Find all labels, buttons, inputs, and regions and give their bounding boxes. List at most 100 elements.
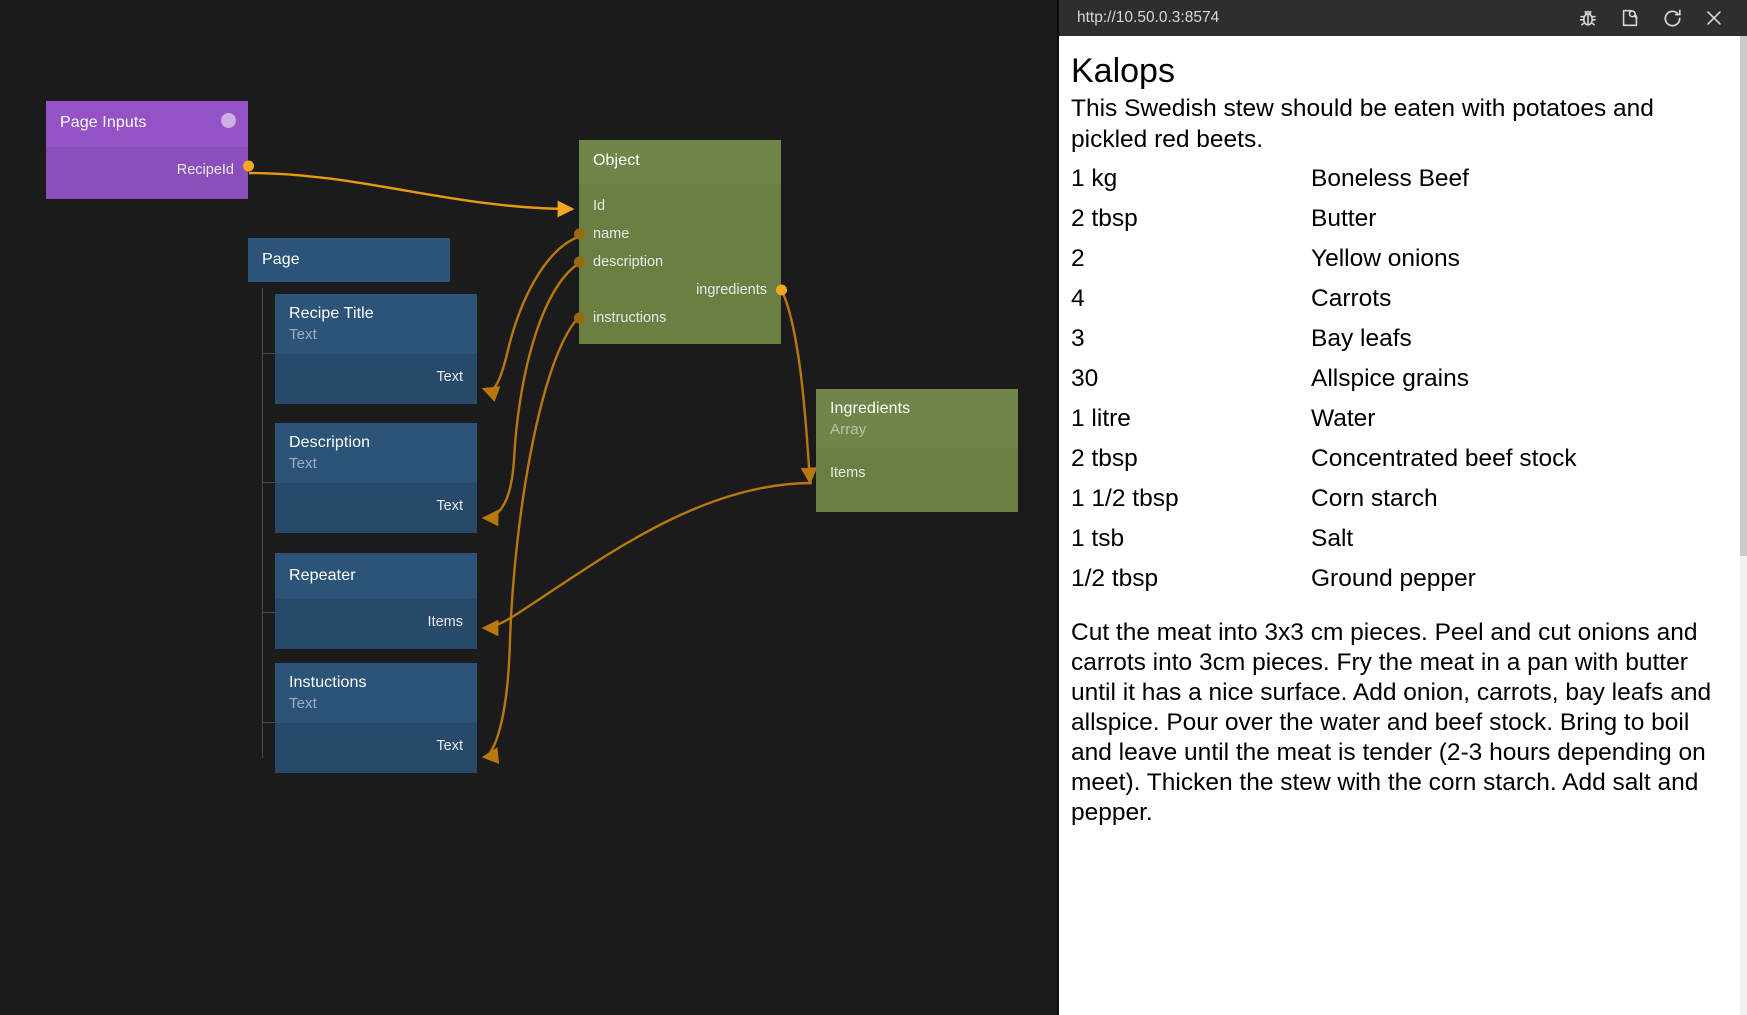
node-page-inputs[interactable]: Page Inputs RecipeId: [46, 101, 254, 199]
port-label: Text: [436, 738, 463, 754]
ingredient-amount: 3: [1071, 324, 1085, 352]
node-title: Instuctions: [289, 674, 367, 691]
ingredient-amount: 1 kg: [1071, 164, 1118, 192]
node-repeater[interactable]: Repeater Items: [275, 553, 477, 649]
reload-icon[interactable]: [1651, 0, 1693, 36]
node-status-dot-icon: [221, 113, 236, 128]
port-dot-icon[interactable]: [573, 256, 585, 268]
port-label: name: [593, 226, 630, 242]
ingredient-amount: 1 litre: [1071, 404, 1131, 432]
ingredient-name: Yellow onions: [1311, 244, 1460, 272]
node-header: Instuctions Text: [275, 663, 477, 723]
node-body: Items: [816, 448, 1018, 512]
port-row-name[interactable]: name: [573, 220, 781, 248]
ingredient-name: Water: [1311, 404, 1376, 432]
port-row-description[interactable]: description: [573, 248, 781, 276]
ingredient-row: 4 Carrots: [1071, 278, 1735, 318]
ingredient-amount: 2: [1071, 244, 1085, 272]
port-row-items[interactable]: Items: [275, 599, 477, 637]
wire-items-to-repeater: [481, 481, 813, 637]
port-row-ingredients[interactable]: ingredients: [579, 276, 787, 304]
node-object[interactable]: Object Id name description ingredients: [573, 140, 787, 344]
node-body: Items: [275, 599, 477, 649]
port-row-text[interactable]: Text: [275, 354, 477, 392]
node-subtitle: Text: [289, 695, 317, 712]
ingredient-amount: 2 tbsp: [1071, 444, 1138, 472]
ingredient-row: 2 Yellow onions: [1071, 238, 1735, 278]
wire-name-to-recipe-title: [481, 235, 579, 402]
port-row-text[interactable]: Text: [275, 483, 477, 521]
node-header: Object: [579, 140, 781, 184]
node-page[interactable]: Page: [248, 238, 450, 282]
recipe-description: This Swedish stew should be eaten with p…: [1071, 95, 1654, 153]
tree-tick: [262, 722, 275, 723]
ingredient-row: 1 1/2 tbsp Corn starch: [1071, 478, 1735, 518]
port-dot-icon[interactable]: [242, 160, 254, 172]
ingredient-name: Butter: [1311, 204, 1377, 232]
port-label: Id: [593, 198, 606, 214]
tree-tick: [262, 612, 275, 613]
ingredient-amount: 1 tsb: [1071, 524, 1125, 552]
node-subtitle: Array: [830, 421, 867, 438]
ingredient-amount: 4: [1071, 284, 1085, 312]
port-dot-icon[interactable]: [573, 228, 585, 240]
node-recipe-title[interactable]: Recipe Title Text Text: [275, 294, 477, 404]
wire-instructions-to-instuctions: [481, 317, 579, 764]
node-ingredients[interactable]: Ingredients Array Items: [816, 389, 1018, 512]
ingredient-row: 1 tsb Salt: [1071, 518, 1735, 558]
node-graph-canvas[interactable]: Page Inputs RecipeId Page Recipe Title T…: [0, 0, 1177, 1015]
inspect-page-icon[interactable]: [1609, 0, 1651, 36]
rendered-page-content: Kalops This Swedish stew should be eaten…: [1059, 36, 1747, 1015]
scrollbar-thumb[interactable]: [1740, 36, 1747, 556]
ingredient-name: Salt: [1311, 524, 1354, 552]
port-row-recipeid[interactable]: RecipeId: [46, 147, 254, 185]
node-title: Description: [289, 434, 371, 451]
recipe-instructions: Cut the meat into 3x3 cm pieces. Peel an…: [1071, 619, 1712, 826]
ingredient-name: Concentrated beef stock: [1311, 444, 1577, 472]
port-row-text[interactable]: Text: [275, 723, 477, 761]
ingredient-name: Boneless Beef: [1311, 164, 1469, 192]
browser-toolbar: http://10.50.0.3:8574: [1059, 0, 1747, 36]
node-title: Page: [262, 251, 300, 268]
port-row-id[interactable]: Id: [579, 192, 781, 220]
page-tree-spine: [262, 288, 263, 758]
ingredient-row: 2 tbsp Concentrated beef stock: [1071, 438, 1735, 478]
ingredient-name: Allspice grains: [1311, 364, 1469, 392]
ingredient-amount: 1/2 tbsp: [1071, 564, 1159, 592]
recipe-title: Kalops: [1071, 52, 1175, 90]
ingredient-name: Carrots: [1311, 284, 1392, 312]
bug-icon[interactable]: [1567, 0, 1609, 36]
node-body: Text: [275, 483, 477, 533]
node-header: Description Text: [275, 423, 477, 483]
ingredient-name: Corn starch: [1311, 484, 1438, 512]
node-title: Repeater: [289, 567, 356, 584]
node-header: Page Inputs: [46, 101, 248, 147]
port-dot-icon[interactable]: [573, 312, 585, 324]
port-row-items[interactable]: Items: [816, 448, 1018, 488]
port-row-instructions[interactable]: instructions: [573, 304, 781, 332]
port-dot-icon[interactable]: [775, 284, 787, 296]
ingredient-amount: 2 tbsp: [1071, 204, 1138, 232]
node-description[interactable]: Description Text Text: [275, 423, 477, 533]
wire-ingredients-to-items: [780, 290, 818, 485]
close-icon[interactable]: [1693, 0, 1735, 36]
port-label: Items: [427, 614, 463, 630]
node-instuctions[interactable]: Instuctions Text Text: [275, 663, 477, 773]
port-label: RecipeId: [176, 162, 234, 178]
node-body: Text: [275, 354, 477, 404]
wire-recipeid-to-id: [248, 171, 575, 218]
node-body: Text: [275, 723, 477, 773]
node-header: Repeater: [275, 553, 477, 599]
node-title: Ingredients: [830, 400, 911, 417]
ingredient-rows: 1 kg Boneless Beef 2 tbsp Butter 2 Yellow oni…: [1071, 158, 1735, 598]
url-label[interactable]: http://10.50.0.3:8574: [1077, 9, 1220, 26]
node-header: Page: [248, 238, 450, 282]
tree-tick: [262, 353, 275, 354]
node-title: Recipe Title: [289, 305, 374, 322]
ingredient-amount: 1 1/2 tbsp: [1071, 484, 1179, 512]
ingredient-row: 1 litre Water: [1071, 398, 1735, 438]
